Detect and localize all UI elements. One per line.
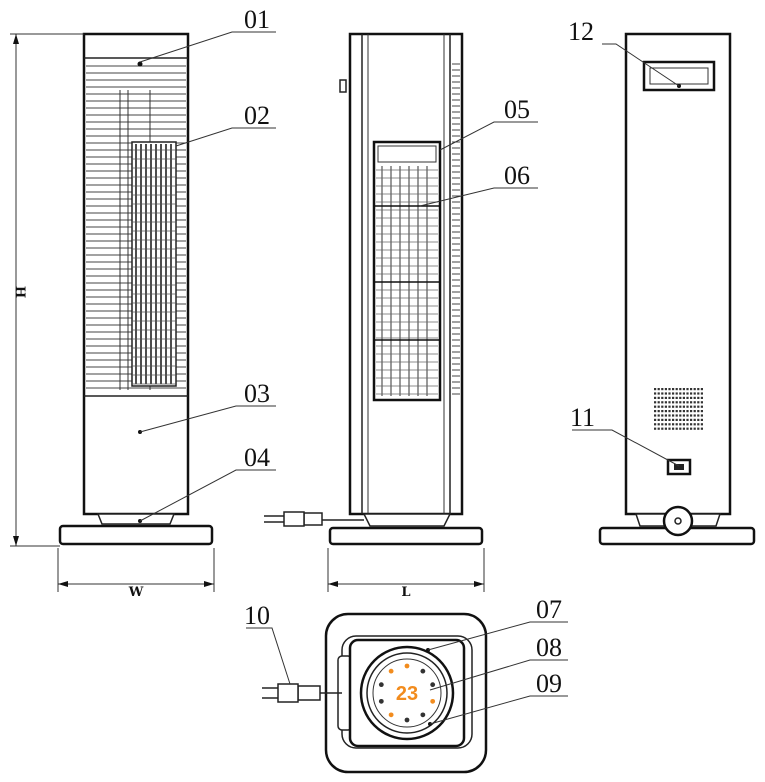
length-label: L (401, 585, 410, 600)
callout-01: 01 (244, 5, 270, 34)
height-label: H (12, 286, 27, 298)
callout-03: 03 (244, 379, 270, 408)
callout-06: 06 (504, 161, 530, 190)
callout-04: 04 (244, 443, 270, 472)
back-view (598, 32, 756, 546)
bottom-view: 23 (262, 612, 488, 774)
dimension-height: H (10, 33, 84, 547)
callout-12: 12 (568, 17, 594, 46)
callout-07: 07 (536, 595, 562, 624)
callout-10: 10 (244, 601, 270, 630)
side-vents (452, 63, 460, 395)
front-view (58, 32, 214, 546)
callout-09: 09 (536, 669, 562, 698)
width-label: W (128, 585, 144, 600)
callout-08: 08 (536, 633, 562, 662)
side-window-grid (374, 166, 440, 396)
dimension-width: W (57, 548, 215, 600)
heating-element-pattern (132, 144, 176, 385)
callout-02: 02 (244, 101, 270, 130)
temperature-display: 23 (396, 683, 418, 705)
callout-05: 05 (504, 95, 530, 124)
back-vent-holes (654, 388, 703, 430)
dimension-length: L (327, 548, 485, 600)
side-view (264, 32, 484, 546)
callout-labels: 01 02 03 04 05 06 07 08 09 10 11 12 (244, 5, 595, 698)
callout-11: 11 (570, 403, 595, 432)
leader-lines (139, 31, 680, 725)
